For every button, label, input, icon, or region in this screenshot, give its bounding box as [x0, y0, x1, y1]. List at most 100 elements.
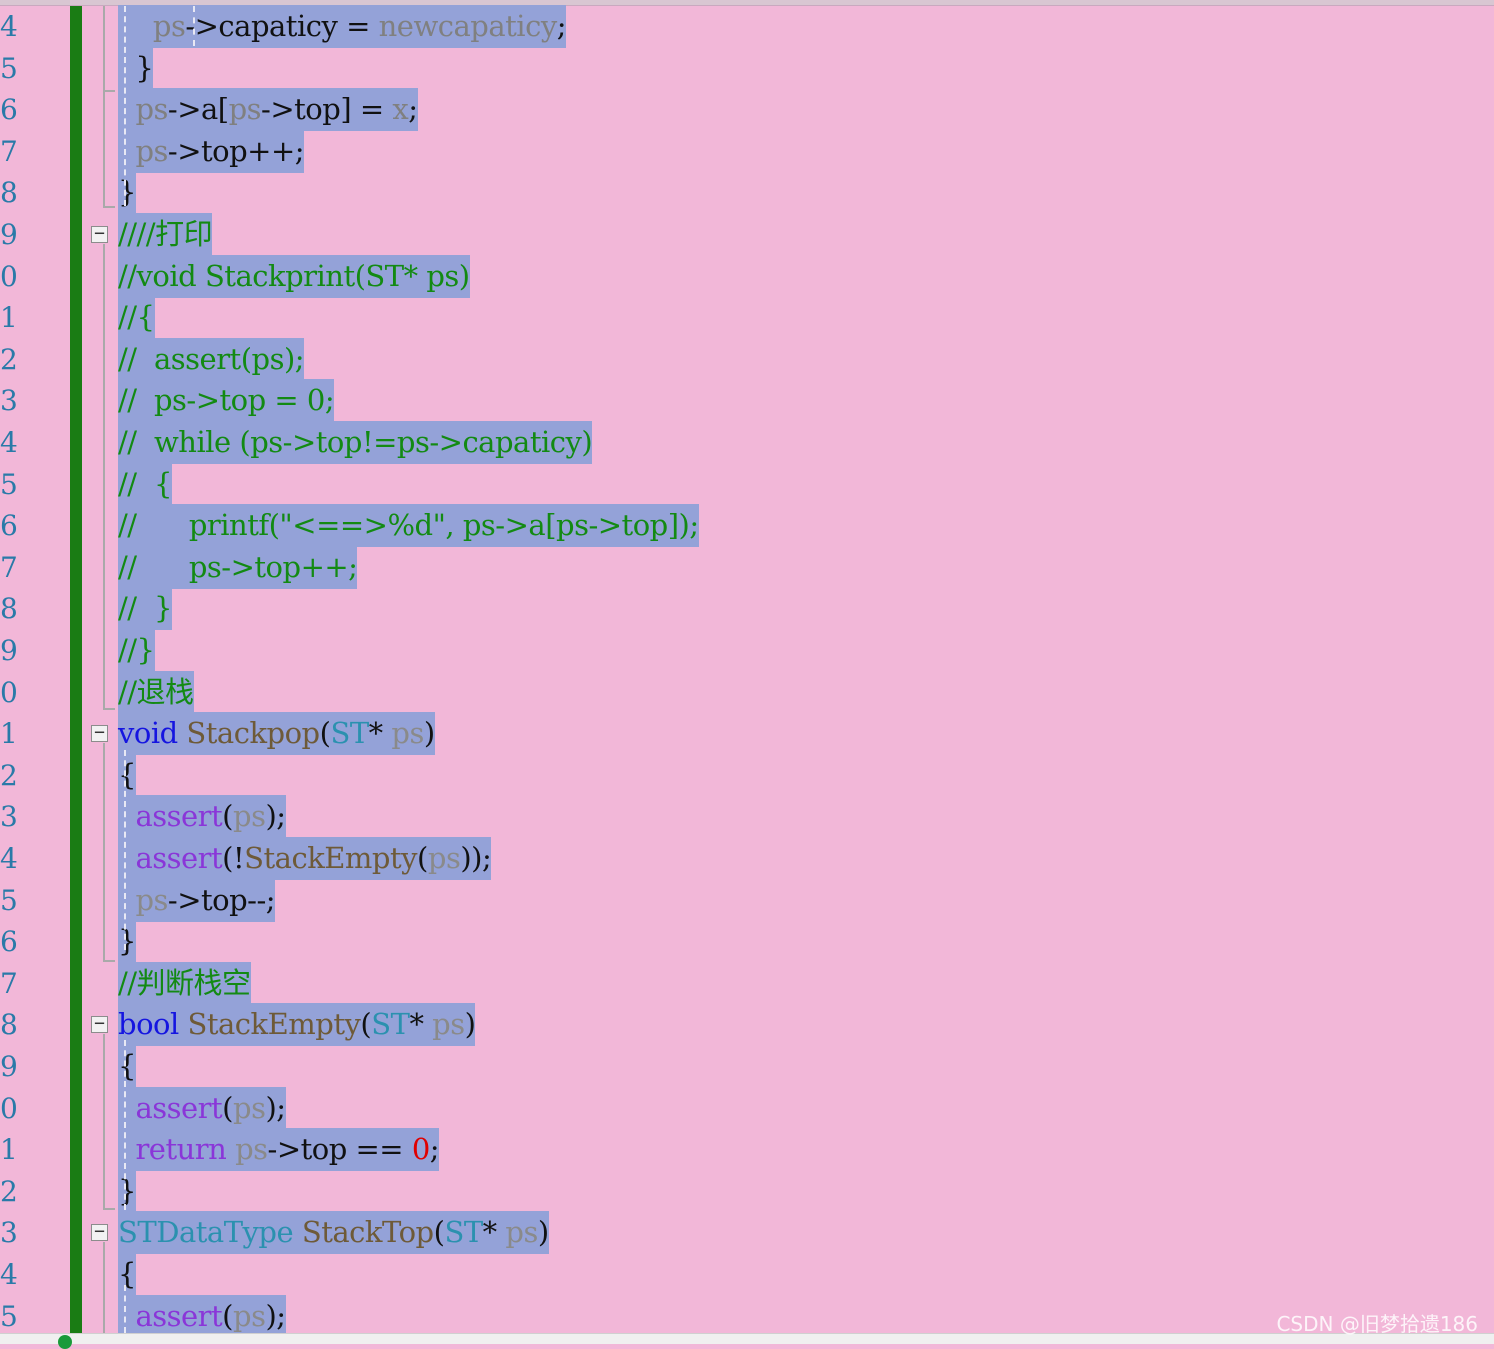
code-editor[interactable]: 4 ps->capaticy = newcapaticy;5 }6 ps->a[… [0, 5, 1494, 1338]
code-token [118, 883, 135, 917]
line-number: 7 [0, 550, 18, 584]
code-token: ST [371, 1007, 410, 1042]
fold-end-tick [103, 708, 115, 710]
code-line[interactable]: } [118, 1169, 136, 1213]
code-token: ( [417, 841, 428, 875]
code-line[interactable]: void Stackpop(ST* ps) [118, 712, 435, 756]
line-number: 4 [0, 10, 18, 43]
fold-end-tick [103, 206, 115, 208]
line-number: 8 [0, 176, 18, 210]
code-token: //} [118, 633, 155, 667]
code-token [118, 1132, 135, 1166]
code-token: ; [429, 1132, 440, 1167]
code-line[interactable]: //{ [118, 296, 155, 340]
code-line[interactable]: // printf("<==>%d", ps->a[ps->top]); [118, 504, 699, 548]
code-line[interactable]: STDataType StackTop(ST* ps) [118, 1211, 549, 1255]
code-token: ps [233, 1298, 266, 1333]
indent-guide [124, 1285, 126, 1333]
code-line[interactable]: } [118, 46, 154, 90]
code-line[interactable]: { [118, 1045, 136, 1088]
code-token: } [118, 50, 154, 85]
code-line[interactable]: //退栈 [118, 670, 194, 714]
code-line[interactable]: ps->top--; [118, 878, 276, 922]
fold-outline [103, 244, 105, 708]
code-line[interactable]: //void Stackprint(ST* ps) [118, 254, 470, 298]
code-line[interactable]: return ps->top == 0; [118, 1128, 440, 1172]
code-token: ps [152, 9, 186, 43]
code-token: ) [423, 716, 435, 751]
code-line[interactable]: // while (ps->top!=ps->capaticy) [118, 421, 593, 464]
line-number: 8 [0, 592, 18, 626]
code-token: )); [460, 841, 492, 875]
line-number: 6 [0, 509, 18, 543]
code-line[interactable]: ps->a[ps->top] = x; [118, 88, 418, 132]
fold-toggle-icon[interactable]: − [91, 724, 108, 742]
code-line[interactable]: ps->capaticy = newcapaticy; [118, 5, 567, 48]
code-token: //void Stackprint(ST* ps) [118, 258, 470, 293]
line-number: 9 [0, 634, 18, 667]
code-line[interactable]: { [118, 753, 136, 797]
code-token: ; [556, 9, 567, 43]
code-token: { [118, 1257, 136, 1291]
code-line[interactable]: { [118, 1253, 136, 1296]
code-line[interactable]: // } [118, 587, 172, 631]
fold-toggle-icon[interactable]: − [91, 1015, 108, 1033]
code-token [118, 841, 135, 875]
fold-toggle-icon[interactable]: − [91, 1223, 108, 1241]
code-token [118, 134, 135, 168]
line-number: 0 [0, 259, 18, 293]
code-token: return [135, 1132, 227, 1167]
line-number: 5 [0, 1299, 18, 1333]
code-token: ST [330, 716, 369, 751]
code-token: ); [265, 1298, 286, 1333]
code-line[interactable]: } [118, 920, 136, 964]
code-token: ps [432, 1007, 465, 1042]
code-line[interactable]: } [118, 171, 136, 215]
line-number: 2 [0, 342, 18, 376]
line-number: 9 [0, 1050, 18, 1083]
code-line[interactable]: // ps->top = 0; [118, 379, 335, 423]
line-number: 7 [0, 134, 18, 168]
code-line[interactable]: assert(ps); [118, 1294, 286, 1338]
editor-top-strip [0, 0, 1494, 6]
code-token: assert [135, 841, 223, 875]
code-line[interactable]: assert(!StackEmpty(ps)); [118, 837, 492, 880]
code-line[interactable]: // assert(ps); [118, 337, 305, 381]
code-line[interactable]: // ps->top++; [118, 545, 358, 589]
code-line[interactable]: //判断栈空 [118, 961, 251, 1005]
fold-outline [103, 743, 105, 960]
code-line[interactable]: assert(ps); [118, 1086, 286, 1130]
status-ok-icon [58, 1335, 72, 1349]
code-token: ; [408, 92, 418, 127]
line-number: 2 [0, 758, 18, 792]
code-token: StackEmpty [187, 1007, 361, 1042]
code-token: //{ [118, 300, 155, 335]
code-line[interactable]: //} [118, 629, 155, 672]
code-token: assert [135, 1090, 223, 1125]
line-number: 0 [0, 675, 18, 709]
code-token: ( [319, 716, 331, 751]
code-token: { [118, 1049, 136, 1083]
fold-toggle-icon[interactable]: − [91, 225, 108, 243]
code-token: ps [233, 799, 266, 834]
line-number: 4 [0, 1258, 18, 1291]
code-token: // ps->top++; [118, 549, 358, 584]
code-line[interactable]: assert(ps); [118, 795, 286, 839]
code-token: ps [427, 841, 461, 875]
fold-outline [103, 6, 105, 206]
line-number: 8 [0, 1008, 18, 1042]
code-token: // ps->top = 0; [118, 383, 335, 418]
code-token: ->a[ [167, 92, 229, 127]
code-line[interactable]: ////打印 [118, 213, 213, 256]
code-line[interactable]: bool StackEmpty(ST* ps) [118, 1003, 476, 1047]
code-token: ( [360, 1007, 372, 1042]
code-token: // { [118, 466, 172, 501]
code-line[interactable]: // { [118, 462, 172, 506]
code-token: * [482, 1215, 506, 1250]
code-token: ( [222, 799, 233, 834]
code-token: ->top == [267, 1132, 412, 1167]
code-token: ->top--; [167, 882, 276, 917]
code-token: assert [135, 799, 223, 834]
code-line[interactable]: ps->top++; [118, 129, 305, 173]
code-token: ->top] = [261, 92, 393, 127]
